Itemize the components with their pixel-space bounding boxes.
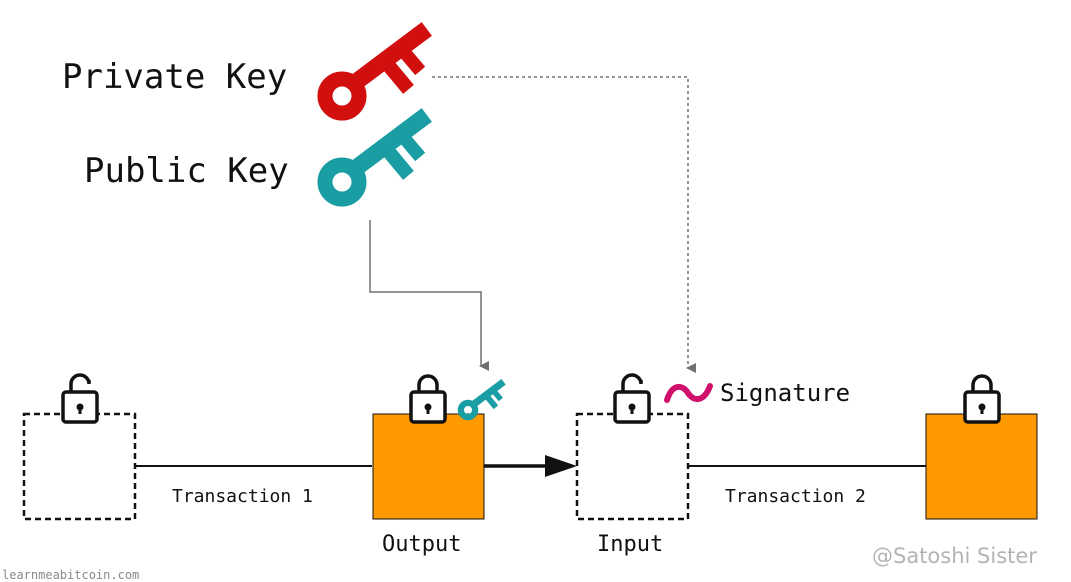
- transaction-2-label: Transaction 2: [725, 486, 866, 507]
- output-label: Output: [382, 532, 461, 557]
- private-key-connector: [432, 76, 696, 373]
- public-key-label: Public Key: [84, 151, 289, 191]
- small-public-key-icon: [461, 384, 501, 417]
- transaction-1-input-box: [22, 412, 137, 521]
- locked-padlock-icon: [409, 374, 447, 424]
- input-box: [575, 412, 690, 521]
- input-label: Input: [597, 532, 663, 557]
- watermark: @Satoshi Sister: [872, 544, 1037, 568]
- public-key-icon: [325, 120, 420, 199]
- output-to-input-arrow-head: [545, 455, 577, 477]
- unlocked-padlock-icon: [613, 373, 651, 424]
- site-credit: learnmeabitcoin.com: [2, 568, 139, 582]
- signature-label: Signature: [720, 379, 850, 407]
- public-key-connector: [369, 220, 489, 371]
- output-box: [372, 413, 485, 520]
- locked-padlock-icon: [963, 374, 1001, 424]
- transaction-1-label: Transaction 1: [172, 486, 313, 507]
- private-key-label: Private Key: [62, 57, 287, 97]
- private-key-icon: [325, 34, 420, 113]
- transaction-2-output-box: [925, 413, 1038, 520]
- signature-tilde-icon: [664, 383, 713, 403]
- unlocked-padlock-icon: [61, 373, 99, 424]
